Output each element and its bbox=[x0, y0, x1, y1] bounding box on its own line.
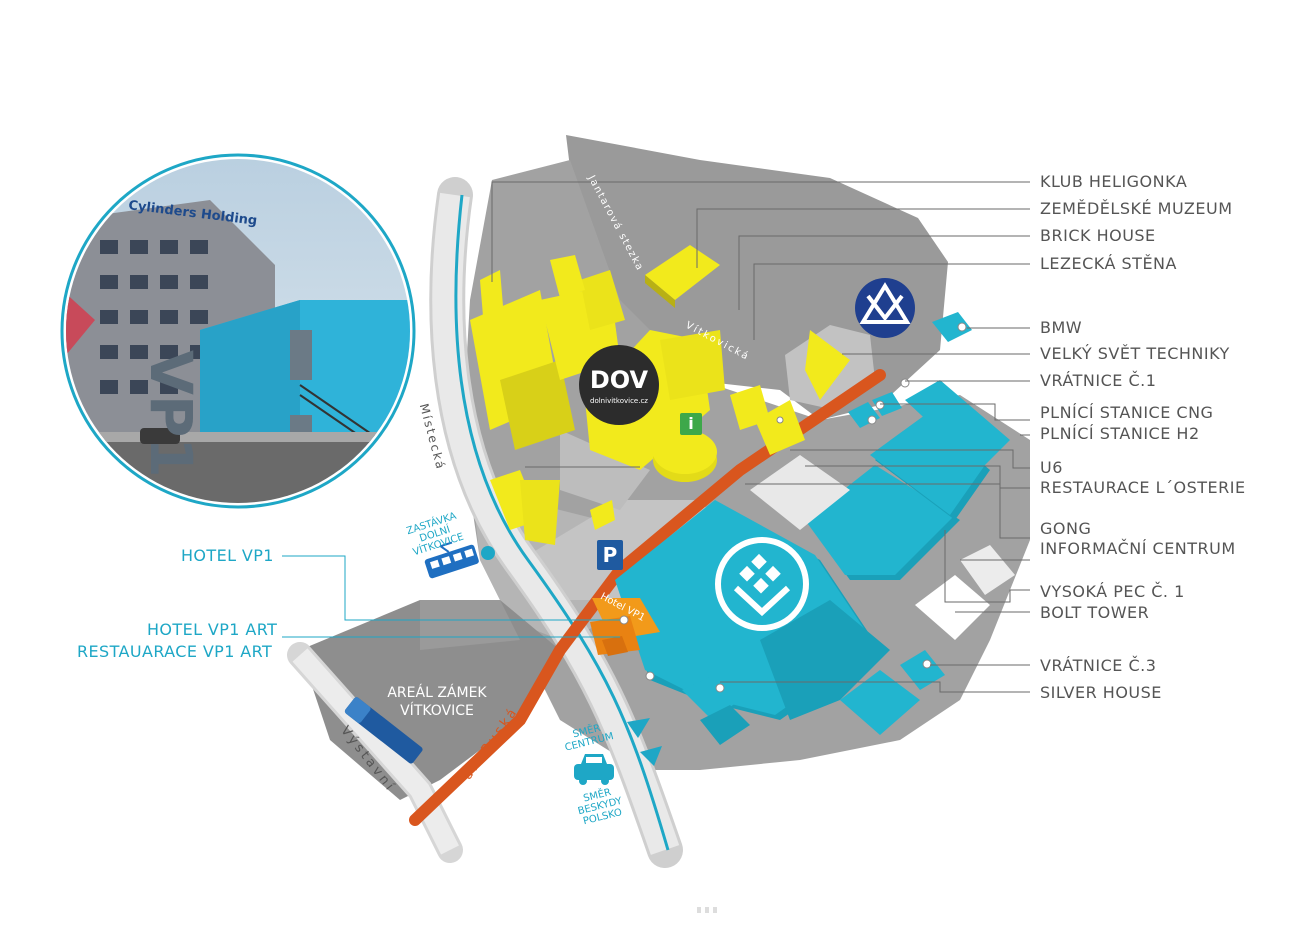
dov-logo-icon bbox=[579, 345, 659, 425]
vitkovice-logo-icon bbox=[715, 537, 809, 631]
legend-restaurace-vp1-art[interactable]: RESTAUARACE VP1 ART bbox=[77, 642, 273, 661]
footer-mark bbox=[697, 907, 717, 913]
legend-restaurace-losterie[interactable]: RESTAURACE L´OSTERIE bbox=[1040, 478, 1246, 497]
info-label: i bbox=[688, 414, 694, 433]
parking-label: P bbox=[602, 543, 618, 567]
legend-velky-svet-techniky[interactable]: VELKÝ SVĚT TECHNIKY bbox=[1040, 344, 1230, 363]
legend-hotel-vp1[interactable]: HOTEL VP1 bbox=[181, 546, 274, 565]
vst-logo-icon bbox=[855, 278, 915, 338]
photo-sign-vp1: VP1 bbox=[137, 350, 205, 478]
legend-lezecka-stena[interactable]: LEZECKÁ STĚNA bbox=[1040, 254, 1177, 273]
legend-vysoka-pec-1[interactable]: VYSOKÁ PEC Č. 1 bbox=[1040, 582, 1185, 601]
areal-zamek-label: AREÁL ZÁMEK VÍTKOVICE bbox=[372, 684, 502, 720]
parking-icon bbox=[597, 540, 623, 570]
legend-hotel-vp1-art[interactable]: HOTEL VP1 ART bbox=[147, 620, 278, 639]
legend-brick-house[interactable]: BRICK HOUSE bbox=[1040, 226, 1156, 245]
leader-lines-right bbox=[491, 181, 1030, 693]
yellow-buildings bbox=[470, 245, 850, 545]
leader-lines-left bbox=[282, 555, 620, 638]
truck-icon bbox=[344, 697, 423, 764]
legend-bolt-tower[interactable]: BOLT TOWER bbox=[1040, 603, 1150, 622]
areal-line-1: AREÁL ZÁMEK bbox=[387, 685, 487, 701]
legend-u6[interactable]: U6 bbox=[1040, 458, 1063, 477]
tram-icon bbox=[424, 541, 479, 579]
car-icon bbox=[574, 754, 614, 785]
direction-arrow-icon bbox=[627, 718, 662, 766]
tram-stop-marker bbox=[481, 546, 495, 560]
legend-vratnice-1[interactable]: VRÁTNICE Č.1 bbox=[1040, 371, 1157, 390]
info-icon bbox=[680, 413, 702, 435]
hotel-photo bbox=[60, 153, 416, 509]
legend-bmw[interactable]: BMW bbox=[1040, 318, 1083, 337]
roads bbox=[287, 177, 886, 868]
dov-url: dolnivitkovice.cz bbox=[590, 397, 648, 405]
road-ruska bbox=[409, 369, 886, 826]
legend-informacni-centrum[interactable]: INFORMAČNÍ CENTRUM bbox=[1040, 539, 1236, 558]
legend-plnici-stanice-cng[interactable]: PLNÍCÍ STANICE CNG bbox=[1040, 403, 1214, 422]
areal-line-2: VÍTKOVICE bbox=[400, 703, 474, 719]
legend-gong[interactable]: GONG bbox=[1040, 519, 1092, 538]
legend-klub-heligonka[interactable]: KLUB HELIGONKA bbox=[1040, 172, 1188, 191]
legend-plnici-stanice-h2[interactable]: PLNÍCÍ STANICE H2 bbox=[1040, 424, 1200, 443]
markers bbox=[619, 322, 967, 693]
legend-zemedelske-muzeum[interactable]: ZEMĚDĚLSKÉ MUZEUM bbox=[1040, 199, 1233, 218]
dov-label: DOV bbox=[589, 366, 649, 394]
legend-vratnice-3[interactable]: VRÁTNICE Č.3 bbox=[1040, 656, 1157, 675]
legend-silver-house[interactable]: SILVER HOUSE bbox=[1040, 683, 1162, 702]
blue-buildings bbox=[615, 312, 1015, 745]
